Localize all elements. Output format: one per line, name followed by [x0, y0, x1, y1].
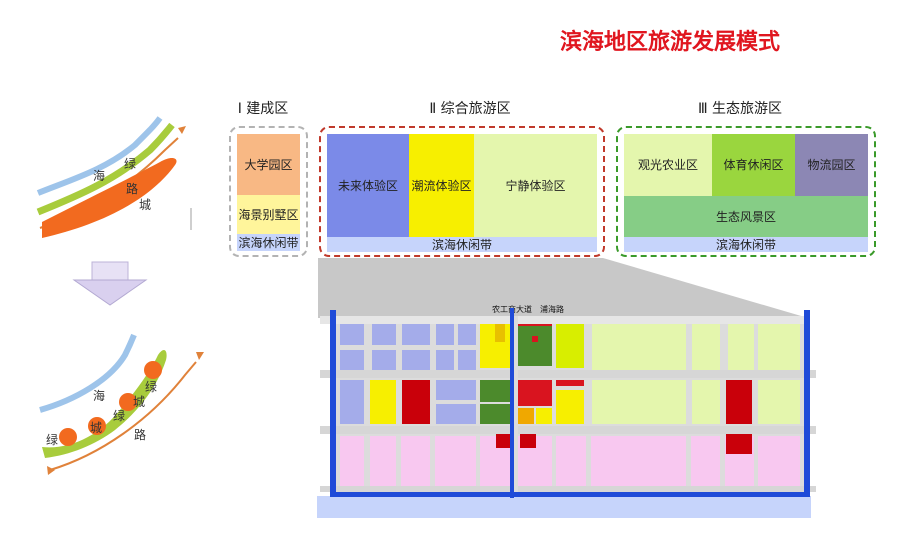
down-arrow-icon	[72, 261, 148, 306]
city-node	[119, 393, 137, 411]
zone-sports: 体育休闲区	[712, 134, 795, 196]
label-road: 路	[126, 181, 138, 196]
road-horizontal	[320, 316, 810, 324]
zone-title-built: Ⅰ 建成区	[237, 101, 289, 117]
label-road: 路	[134, 427, 146, 442]
main-avenue	[514, 316, 518, 496]
panel-built: 大学园区 海景别墅区 滨海休闲带	[229, 126, 308, 257]
coastal-road	[330, 492, 810, 497]
row-2	[340, 380, 800, 424]
road-label: 浦海路	[540, 305, 564, 314]
zone-scenic: 生态风景区	[624, 196, 868, 237]
zone-logistics: 物流园区	[795, 134, 868, 196]
label-green: 绿	[145, 379, 157, 394]
green-band	[42, 350, 167, 458]
label-sea: 海	[93, 388, 105, 403]
coastal-road	[330, 310, 336, 496]
panel-tourism: 未来体验区 潮流体验区 宁静体验区 滨海休闲带	[319, 126, 605, 257]
panel-eco: 观光农业区 体育休闲区 物流园区 生态风景区 滨海休闲带	[616, 126, 876, 257]
zone-trend: 潮流体验区	[409, 134, 474, 237]
zone-university: 大学园区	[237, 134, 300, 195]
sea-band	[39, 333, 137, 413]
zone-future: 未来体验区	[327, 134, 409, 237]
row-3	[340, 434, 800, 486]
coastal-leisure-strip-base	[317, 496, 811, 518]
projection-wedge	[318, 258, 808, 318]
zone-calm: 宁静体验区	[474, 134, 597, 237]
city-node	[144, 361, 162, 379]
label-green: 绿	[124, 156, 136, 171]
sea-band	[36, 116, 163, 196]
city-node	[88, 417, 106, 435]
label-city: 城	[133, 395, 145, 409]
label-city: 城	[139, 198, 151, 212]
road-line	[49, 361, 197, 471]
zone-villa: 海景别墅区	[237, 195, 300, 234]
zone-agri: 观光农业区	[624, 134, 712, 196]
page-title: 滨海地区旅游发展模式	[560, 30, 781, 55]
label-green: 绿	[113, 408, 125, 423]
coastal-leisure-strip: 滨海休闲带	[237, 234, 300, 251]
label-city: 城	[90, 421, 102, 435]
label-sea: 海	[93, 168, 105, 183]
row-1	[340, 318, 800, 370]
boundary-road	[804, 310, 810, 496]
zone-title-tourism: Ⅱ 综合旅游区	[429, 101, 511, 117]
zone-title-eco: Ⅲ 生态旅游区	[697, 101, 783, 117]
city-band	[42, 158, 177, 238]
coastal-leisure-strip: 滨海休闲带	[624, 237, 868, 252]
concept-diagram-top: 海 绿 路 城	[36, 116, 186, 238]
arrow-head-icon	[178, 126, 186, 134]
road-horizontal	[320, 426, 816, 434]
road-horizontal	[320, 370, 816, 378]
concept-diagram-bottom: 海 绿 绿 城 绿 城 路	[39, 333, 204, 475]
arrow-head-icon	[196, 352, 204, 360]
divider	[190, 208, 192, 230]
local-roads	[330, 316, 758, 488]
road-horizontal	[320, 486, 816, 492]
green-band	[36, 122, 175, 216]
city-node	[59, 428, 77, 446]
coastal-leisure-strip: 滨海休闲带	[327, 237, 597, 252]
label-green: 绿	[46, 432, 58, 447]
main-avenue	[510, 308, 514, 498]
arrow-tail-icon	[47, 466, 55, 475]
